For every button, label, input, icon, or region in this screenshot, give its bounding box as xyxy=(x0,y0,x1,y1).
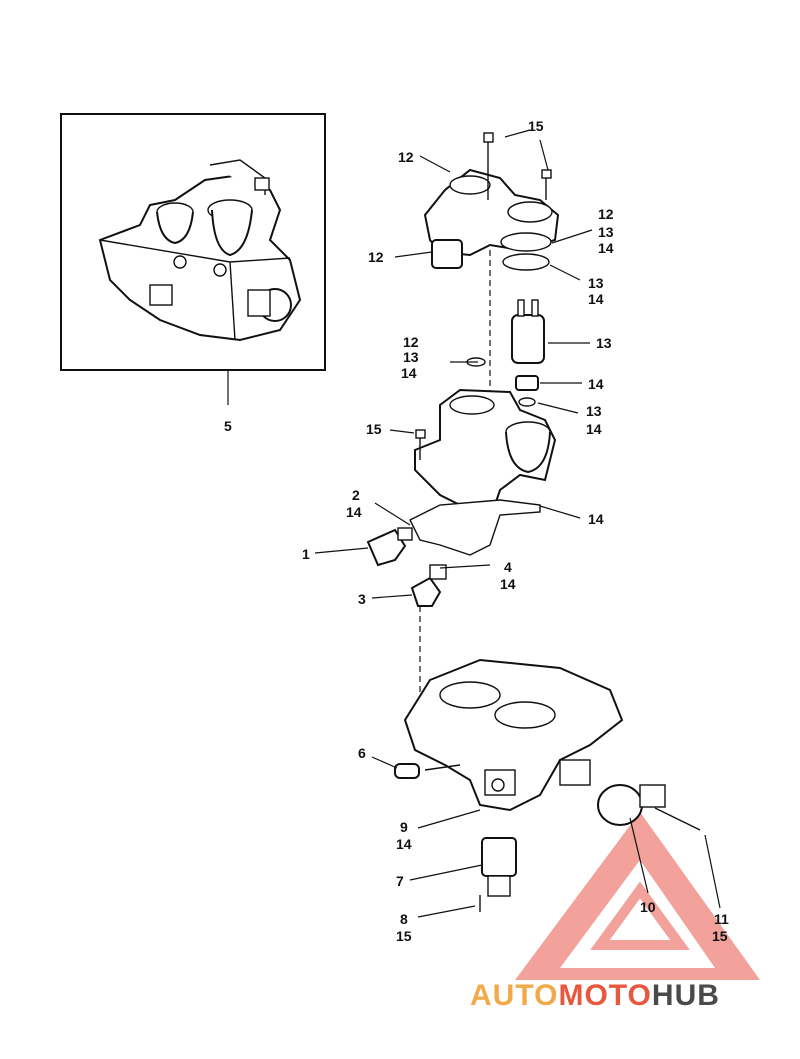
callout-15-top: 15 xyxy=(528,118,544,134)
throttle-body xyxy=(403,658,624,812)
callout-15-c: 15 xyxy=(712,928,728,944)
callout-8: 8 xyxy=(400,911,408,927)
callout-14-j: 14 xyxy=(396,836,412,852)
callout-12-a: 12 xyxy=(398,149,414,165)
inset-panel xyxy=(60,113,326,371)
callout-14-f: 14 xyxy=(586,421,602,437)
callout-14-e: 14 xyxy=(588,376,604,392)
callout-14-a: 14 xyxy=(598,240,614,256)
callout-4: 4 xyxy=(504,559,512,575)
screw-15-head xyxy=(415,429,426,439)
callout-13-a: 13 xyxy=(598,224,614,240)
callout-10: 10 xyxy=(640,899,656,915)
callout-14-g: 14 xyxy=(346,504,362,520)
callout-15-mid: 15 xyxy=(366,421,382,437)
watermark-triangle-logo xyxy=(515,812,760,980)
idle-air-control-valve xyxy=(481,837,517,897)
callout-1: 1 xyxy=(302,546,310,562)
assembled-throttle-body-illustration xyxy=(98,159,302,342)
callout-12-d: 12 xyxy=(403,334,419,350)
fuel-outlet-fitting xyxy=(410,564,447,607)
callout-13-b: 13 xyxy=(588,275,604,291)
callout-7: 7 xyxy=(396,873,404,889)
gasket-upper xyxy=(500,232,552,271)
callout-14-b: 14 xyxy=(588,291,604,307)
callout-11: 11 xyxy=(714,911,729,927)
watermark-brand: AUTOMOTOHUB xyxy=(470,979,720,1012)
callout-12-b: 12 xyxy=(598,206,614,222)
callout-13-e: 13 xyxy=(586,403,602,419)
watermark-hub: HUB xyxy=(652,979,720,1012)
callout-5: 5 xyxy=(224,418,232,434)
callout-12-c: 12 xyxy=(368,249,384,265)
callout-15-b: 15 xyxy=(396,928,412,944)
callout-6: 6 xyxy=(358,745,366,761)
watermark-auto: AUTO xyxy=(470,979,558,1012)
callout-2: 2 xyxy=(352,487,360,503)
callout-14-i: 14 xyxy=(500,576,516,592)
callout-13-c: 13 xyxy=(596,335,612,351)
fuel-inlet-fitting xyxy=(366,527,413,567)
callout-3: 3 xyxy=(358,591,366,607)
fuel-meter-body-gasket xyxy=(409,499,541,556)
plug-6 xyxy=(394,763,461,779)
leader-lines xyxy=(314,129,721,918)
watermark-moto: MOTO xyxy=(558,979,651,1012)
callout-13-d: 13 xyxy=(403,349,419,365)
callout-14-h: 14 xyxy=(588,511,604,527)
callout-9: 9 xyxy=(400,819,408,835)
callout-14-d: 14 xyxy=(401,365,417,381)
throttle-position-sensor xyxy=(597,784,701,831)
fuel-injector xyxy=(511,299,545,407)
